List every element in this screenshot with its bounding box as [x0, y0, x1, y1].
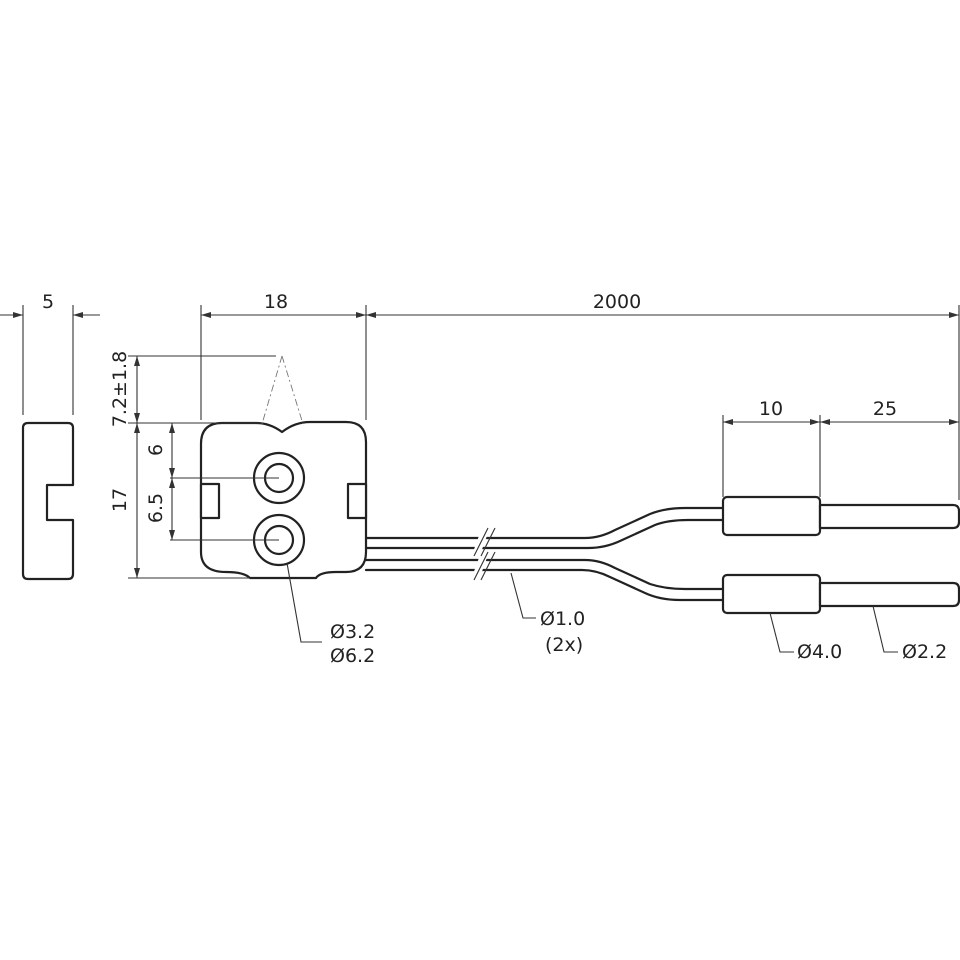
label-body-width: 18: [264, 291, 288, 313]
arrow-spacing-up: [169, 478, 175, 488]
arrow-pin-right: [949, 419, 959, 425]
arrow-sleeve-right: [810, 419, 820, 425]
label-body-height: 17: [109, 488, 131, 512]
label-top-offset: 7.2±1.8: [109, 351, 131, 427]
arrow-height-up: [134, 423, 140, 433]
arrow-side-right: [73, 312, 83, 318]
pivot-line-right: [281, 355, 304, 425]
arrow-sleeve-left: [723, 419, 733, 425]
label-cable-length: 2000: [593, 291, 641, 313]
arrow-side-left: [13, 312, 23, 318]
label-hole-spacing: 6.5: [145, 493, 167, 523]
right-latch: [346, 482, 368, 520]
connector-body: [170, 355, 368, 580]
leader-sleeve: [769, 612, 794, 653]
arrow-spacing-down: [169, 530, 175, 540]
lower-sleeve: [721, 573, 822, 615]
upper-wire-top-edge: [364, 506, 725, 540]
arrow-top-offset-up: [134, 356, 140, 366]
label-pin-diameter: Ø2.2: [902, 641, 947, 663]
upper-pin: [818, 503, 960, 530]
callout-labels: Ø3.2 Ø6.2 Ø1.0 (2x) Ø4.0 Ø2.2: [330, 608, 947, 667]
wire-break-gap-lower: [471, 554, 489, 578]
break-mark-3: [473, 551, 489, 581]
callout-leaders: [286, 562, 898, 653]
label-wire-count: (2x): [545, 634, 583, 656]
label-pin-length: 25: [873, 398, 897, 420]
dimension-lines: [0, 305, 960, 579]
leader-pin: [872, 605, 898, 653]
arrow-cable-right: [949, 312, 959, 318]
label-sleeve-length: 10: [759, 398, 783, 420]
arrow-pin-left: [820, 419, 830, 425]
label-wire-diameter: Ø1.0: [540, 608, 585, 630]
break-mark-4: [480, 551, 496, 581]
wires: [364, 506, 725, 602]
upper-wire-bottom-edge: [364, 518, 725, 550]
break-mark-1: [473, 527, 489, 557]
arrow-height-down: [134, 568, 140, 578]
plugs: [721, 495, 960, 615]
lower-pin: [818, 581, 960, 608]
side-view: [21, 421, 75, 581]
label-hole-outer: Ø6.2: [330, 645, 375, 667]
label-side-width: 5: [42, 291, 54, 313]
arrow-cable-left: [366, 312, 376, 318]
upper-sleeve: [721, 495, 822, 537]
lower-wire-bottom-edge: [364, 568, 725, 602]
arrow-hole-top-down: [169, 468, 175, 478]
lower-wire-top-edge: [364, 558, 725, 591]
break-mark-2: [480, 527, 496, 557]
arrow-body-right: [356, 312, 366, 318]
label-hole-top: 6: [145, 444, 167, 456]
arrow-top-offset-down: [134, 413, 140, 423]
arrow-body-left: [201, 312, 211, 318]
label-sleeve-diameter: Ø4.0: [797, 641, 842, 663]
side-view-profile: [21, 421, 75, 581]
arrow-hole-top-up: [169, 423, 175, 433]
left-latch: [199, 482, 221, 520]
leader-hole: [286, 562, 322, 643]
leader-wire: [510, 572, 536, 619]
pivot-line-left: [261, 355, 283, 425]
label-hole-inner: Ø3.2: [330, 621, 375, 643]
dimension-labels: 5 18 2000 10 25 7.2±1.8 6 6.5 17: [42, 291, 897, 523]
